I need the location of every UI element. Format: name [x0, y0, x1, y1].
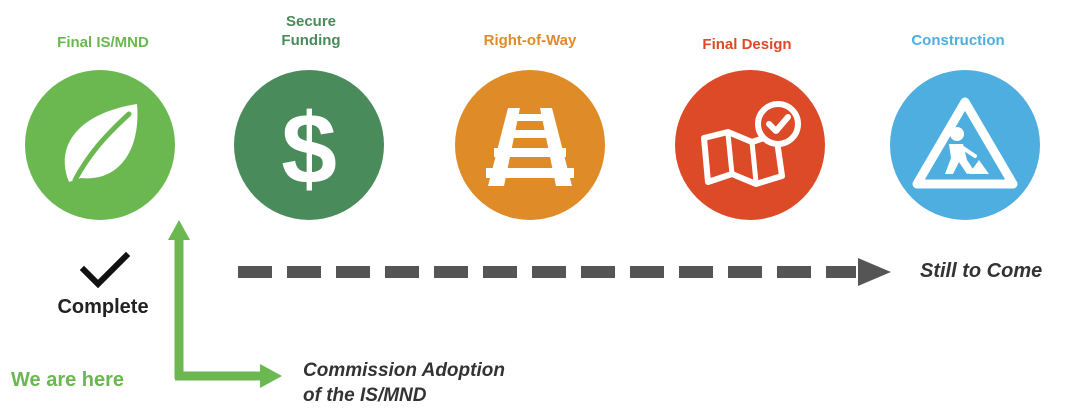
- stage-circle-right-of-way: [455, 70, 605, 220]
- stage-circle-final-design: [675, 70, 825, 220]
- stage-label-construction: Construction: [911, 32, 1005, 49]
- still-to-come-label: Still to Come: [920, 260, 1043, 282]
- stage-label-right-of-way: Right-of-Way: [483, 32, 577, 49]
- progress-arrow: [168, 220, 282, 388]
- svg-text:$: $: [281, 93, 337, 205]
- rail-track-icon: [486, 108, 574, 186]
- stage-label-final-design: Final Design: [702, 36, 792, 53]
- construction-sign-icon: [912, 97, 1018, 189]
- complete-label: Complete: [57, 296, 149, 318]
- milestone-label: Commission Adoption of the IS/MND: [303, 360, 505, 406]
- map-check-icon: [701, 101, 801, 187]
- stage-label-secure-funding: Secure Funding: [281, 13, 341, 49]
- we-are-here-label: We are here: [11, 369, 125, 391]
- check-icon: [80, 251, 130, 289]
- stage-circle-construction: [890, 70, 1040, 220]
- stage-circle-secure-funding: $: [234, 70, 384, 220]
- dollar-icon: $: [281, 93, 337, 205]
- stage-circle-final-ismnd: [25, 70, 175, 220]
- leaf-icon: [64, 104, 138, 183]
- future-arrow: [238, 258, 891, 286]
- stage-label-final-ismnd: Final IS/MND: [57, 34, 149, 51]
